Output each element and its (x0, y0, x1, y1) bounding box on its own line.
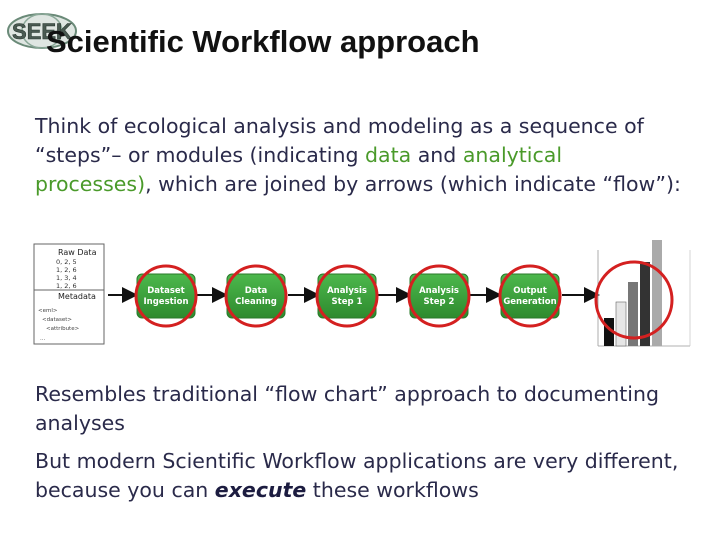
metadata-line-4: ... (40, 336, 45, 342)
metadata-line-2: <dataset> (42, 317, 72, 323)
intro-text-2: , which are joined by arrows (which indi… (145, 172, 681, 196)
step-3: Analysis Step 1 (315, 264, 379, 328)
intro-analytical: analytical processes) (35, 143, 563, 196)
intro-and: and (411, 143, 463, 167)
step-4-line2: Step 2 (424, 297, 455, 307)
step-1-line2: Ingestion (144, 297, 189, 307)
step-1-line1: Dataset (147, 286, 184, 296)
execute-paragraph: But modern Scientific Workflow applicati… (35, 447, 695, 505)
step-4-line1: Analysis (419, 286, 459, 296)
raw-row-4: 1, 2, 6 (56, 282, 77, 290)
metadata-line-3: <attribute> (46, 326, 80, 332)
step-4: Analysis Step 2 (407, 264, 471, 328)
metadata-title: Metadata (58, 292, 96, 301)
intro-text-1: Think of ecological analysis and modelin… (35, 114, 644, 167)
step-5-line2: Generation (503, 297, 556, 307)
step-1: Dataset Ingestion (134, 264, 198, 328)
metadata-line-1: <eml> (38, 308, 58, 314)
step-2-line1: Data (245, 286, 268, 296)
execute-text-2: these workflows (306, 478, 479, 502)
step-2-line2: Cleaning (235, 297, 277, 307)
raw-row-2: 1, 2, 6 (56, 266, 77, 274)
flowchart-paragraph: Resembles traditional “flow chart” appro… (35, 382, 659, 435)
raw-data-title: Raw Data (58, 248, 97, 257)
raw-data-panel: Raw Data 0, 2, 5 1, 2, 6 1, 3, 4 1, 2, 6… (33, 243, 105, 345)
raw-row-1: 0, 2, 5 (56, 258, 77, 266)
raw-row-3: 1, 3, 4 (56, 274, 77, 282)
step-2: Data Cleaning (224, 264, 288, 328)
step-5: Output Generation (498, 264, 562, 328)
output-chart (594, 240, 691, 347)
execute-text-1: But modern Scientific Workflow applicati… (35, 449, 679, 502)
seek-logo: SEEK (6, 8, 82, 52)
page-title: Scientific Workflow approach (46, 24, 480, 59)
step-3-line1: Analysis (327, 286, 367, 296)
execute-emphasis: execute (214, 478, 307, 502)
intro-data: data (365, 143, 412, 167)
intro-paragraph: Think of ecological analysis and modelin… (35, 112, 685, 199)
workflow-diagram: Raw Data 0, 2, 5 1, 2, 6 1, 3, 4 1, 2, 6… (30, 236, 700, 358)
logo-text: SEEK (12, 19, 72, 44)
step-5-line1: Output (513, 286, 547, 296)
step-3-line2: Step 1 (332, 297, 363, 307)
